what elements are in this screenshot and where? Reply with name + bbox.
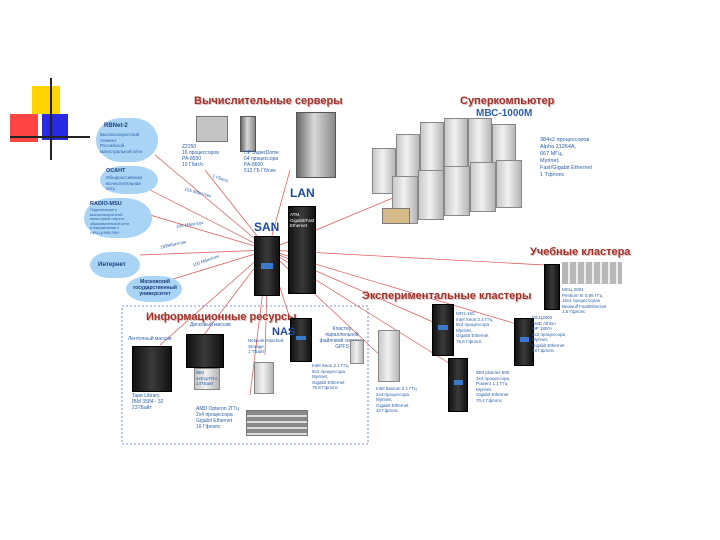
- rbnet-desc: Высокоскоростной сегмент Российской маги…: [100, 132, 142, 154]
- amd-opteron-servers: [246, 410, 308, 436]
- experimental-cluster-1-spec: МП1-16С Intel Xeon 2.4 ГГц 8х2 процессор…: [456, 311, 493, 344]
- hp-superdome-rack: [240, 116, 256, 152]
- internet-cloud: [90, 252, 140, 278]
- ocnit-desc: Общероссийская вычислительная сеть: [106, 175, 143, 191]
- ocnit-label: ОСАНТ: [106, 168, 126, 174]
- nas-label: NAS: [272, 326, 296, 338]
- experimental-rack-3: [290, 318, 312, 362]
- experimental-cluster-3-spec: Intel Xeon 2.4 ГГц 8х2 процессора Myrine…: [312, 363, 349, 390]
- experimental-rack-2: [514, 318, 534, 366]
- link-line: [139, 249, 269, 256]
- amd-opteron-desc: AMD Opteron 2ГГц 2х4 процессора Gigabit …: [196, 406, 240, 430]
- nas-rack: [254, 362, 274, 394]
- ibm-storage-rack: [194, 368, 220, 390]
- tape-library-desc: Tape Library IBM 3584 - 32 23ТБайт: [132, 393, 164, 411]
- disk-array-rack: [186, 334, 224, 368]
- tape-array-label: Ленточный массив: [128, 336, 172, 342]
- sgi-server-spec: Z2250 16 процессоров PA-8550 10 Гбит/с: [182, 144, 219, 168]
- experimental-rack-4: [378, 330, 400, 382]
- supercomputer-spec: 384х2 процессоров Alpha 21264A, 667 МГц,…: [540, 137, 592, 178]
- experimental-cluster-4-spec: Intel Itanium 2 1 ГГц 2х4 процессора Myr…: [376, 386, 417, 413]
- core-switch-rack: [288, 206, 316, 294]
- tape-array-rack: [132, 346, 172, 392]
- experimental-rack-5: [448, 358, 468, 412]
- link-line: [159, 249, 269, 284]
- experimental-cluster-2-spec: МСЦ2002 AMD Athlon MP 1800+ 8х2 процессо…: [532, 315, 566, 353]
- university-cloud: [126, 276, 182, 302]
- ocnit-cloud: [100, 166, 158, 194]
- training-cluster-rack: [544, 264, 560, 310]
- internet-label: Интернет: [98, 262, 126, 268]
- training-cluster-spec: МСЦ 2001 Pentium III 0.85 ГГц 16х1 проце…: [562, 287, 607, 314]
- info-resources-title: Информационные ресурсы: [146, 311, 297, 323]
- training-cluster-nodes: [562, 262, 622, 284]
- san-switch-rack: [254, 236, 280, 296]
- lan-label: LAN: [290, 186, 315, 200]
- compute-servers-title: Вычислительные серверы: [194, 95, 343, 107]
- training-clusters-title: Учебные кластера: [530, 246, 631, 258]
- hp-superdome-rack: [296, 112, 336, 178]
- link-line: [159, 249, 269, 346]
- sgi-server: [196, 116, 228, 142]
- logo-decoration: [10, 78, 90, 168]
- experimental-rack-1: [432, 304, 454, 356]
- radio-desc: Подключение к высокоскоростной магистрал…: [90, 208, 130, 235]
- san-label: SAN: [254, 220, 280, 234]
- university-label: Московский государственный университет: [133, 279, 177, 297]
- supercomputer-racks: [372, 118, 532, 238]
- core-switch-label: ATM, Gigabit/Fast Ethernet: [290, 212, 315, 228]
- disk-array-label: Дисковый массив: [190, 322, 231, 328]
- radio-cloud: [84, 198, 152, 238]
- link-line: [267, 249, 386, 361]
- ibm-storage-desc: IBM 4xExpTRA 14TБайт: [196, 370, 218, 386]
- supercomputer-model: МВС-1000М: [476, 108, 533, 119]
- link-line: [149, 189, 269, 251]
- supercomputer-title: Суперкомпьютер: [460, 95, 555, 107]
- rbnet-label: RBNet-2: [104, 123, 128, 129]
- experimental-clusters-title: Экспериментальные кластеры: [362, 290, 532, 302]
- radio-label: RADIO-MSU: [90, 201, 122, 207]
- nas-desc: Network Attached Storage 1 ТБайт: [248, 338, 284, 354]
- link-line: [149, 214, 269, 251]
- gpfs-rack: [350, 340, 364, 364]
- link-line: [154, 154, 269, 251]
- rbnet-cloud: [96, 118, 158, 162]
- hp-server-spec: HP SuperDome 64 процессора PA-8600 512 Г…: [244, 150, 279, 174]
- experimental-cluster-5-spec: IBM pSeries 690 2х4 процессора Power4 1.…: [476, 370, 510, 403]
